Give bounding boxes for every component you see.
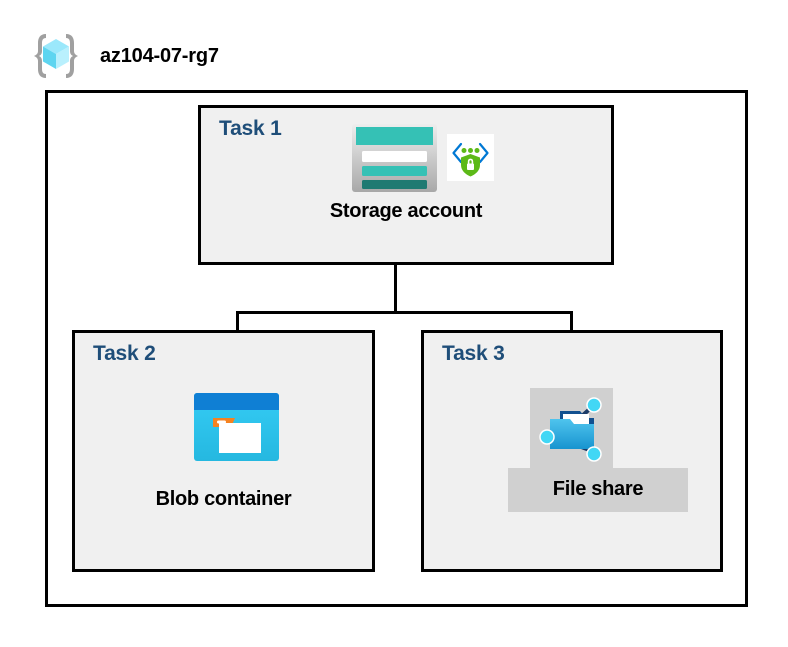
blob-container-label: Blob container [155, 488, 292, 510]
task-2-label: Task 2 [93, 342, 156, 365]
storage-account-label: Storage account [329, 200, 483, 222]
resource-group-header: az104-07-rg7 [30, 26, 450, 86]
file-share-icon[interactable] [536, 393, 608, 465]
private-endpoint-icon[interactable] [447, 134, 494, 181]
storage-account-icon[interactable] [352, 124, 437, 192]
blob-container-icon[interactable] [194, 393, 279, 461]
resource-group-name: az104-07-rg7 [100, 44, 219, 67]
file-share-label-highlight [508, 468, 688, 512]
task-1-label: Task 1 [219, 117, 282, 140]
task-3-label: Task 3 [442, 342, 505, 365]
azure-resource-group-icon [34, 34, 78, 78]
connector-trunk-vertical [394, 265, 397, 314]
file-share-label: File share [552, 478, 644, 500]
connector-horizontal-bar [236, 311, 573, 314]
